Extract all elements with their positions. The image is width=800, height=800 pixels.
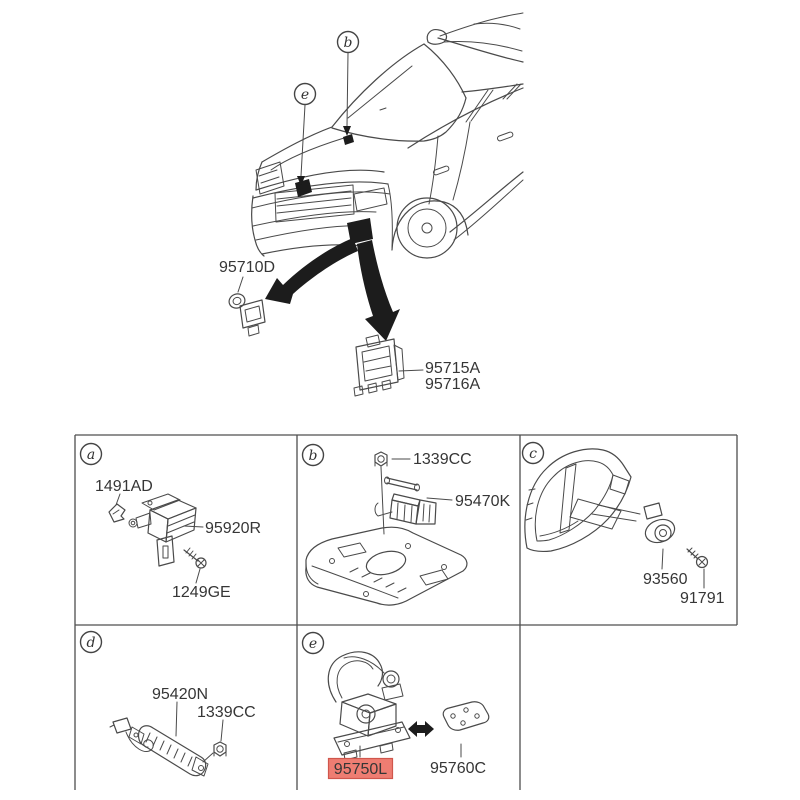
part-number-95470k: 95470K	[455, 493, 510, 510]
tail-lamp	[255, 161, 388, 212]
panel-d: d 95420N 1339CC	[79, 630, 256, 777]
rear-camera-95750l	[327, 651, 411, 761]
part-number-1339cc-d: 1339CC	[197, 704, 256, 721]
panel-d-letter: d	[87, 635, 96, 651]
door-handle	[433, 131, 514, 176]
nut-1339cc-b	[374, 451, 388, 467]
part-number-95716a: 95716A	[425, 376, 480, 393]
locator-arrow-to-95710d	[265, 238, 358, 304]
nut-1339cc-d	[213, 741, 227, 757]
detail-grid	[74, 434, 738, 790]
callout-e: e	[293, 82, 317, 186]
callout-e-letter: e	[301, 87, 309, 103]
panel-e-letter: e	[309, 636, 317, 652]
screw-91791	[686, 547, 709, 569]
panel-c-letter: c	[529, 446, 537, 462]
highlight-box[interactable]	[328, 758, 393, 779]
part-number-91791: 91791	[680, 590, 725, 607]
panel-b-letter: b	[309, 448, 318, 464]
part-number-1491ad: 1491AD	[95, 478, 153, 495]
part-number-95920r: 95920R	[205, 520, 261, 537]
package-tray	[305, 526, 468, 606]
callout-b-letter: b	[344, 35, 353, 51]
rear-window	[423, 43, 467, 99]
rear-wheel	[396, 197, 458, 259]
part-number-1249ge: 1249GE	[172, 584, 231, 601]
plate-95760c	[442, 701, 490, 731]
buzzer-93560	[643, 502, 676, 544]
sensor-location-mark	[295, 179, 312, 197]
part-number-95760c: 95760C	[430, 760, 486, 777]
part-number-95715a: 95715A	[425, 360, 480, 377]
car-drawing	[251, 12, 524, 259]
part-number-95420n: 95420N	[152, 686, 208, 703]
highlighted-part-label-95750l[interactable]: 95750L	[327, 757, 394, 780]
panel-c: c 93560 91791	[521, 441, 725, 607]
antenna-amplifier-95420n	[109, 717, 209, 777]
panel-a-letter: a	[87, 447, 95, 463]
bracket-location-mark	[347, 218, 373, 244]
interchange-arrow-icon	[408, 721, 434, 737]
panel-e: e 95750L	[301, 631, 490, 780]
body-side-frame	[524, 448, 632, 552]
callout-b: b	[336, 30, 360, 145]
part-number-1339cc-b: 1339CC	[413, 451, 472, 468]
panel-a: a 1491AD 95920R 1249GE	[79, 442, 261, 601]
locator-arrow-to-95715a	[357, 240, 400, 341]
part-number-93560: 93560	[643, 571, 688, 588]
part-number-95750l[interactable]: 95750L	[334, 761, 387, 778]
panel-b: b 1339CC 95470K	[301, 443, 510, 606]
part-95715a: 95715A 95716A	[353, 334, 480, 397]
roof-antenna-fin	[426, 29, 448, 45]
part-number-95710d: 95710D	[219, 259, 275, 276]
part-95710d: 95710D	[219, 259, 275, 337]
